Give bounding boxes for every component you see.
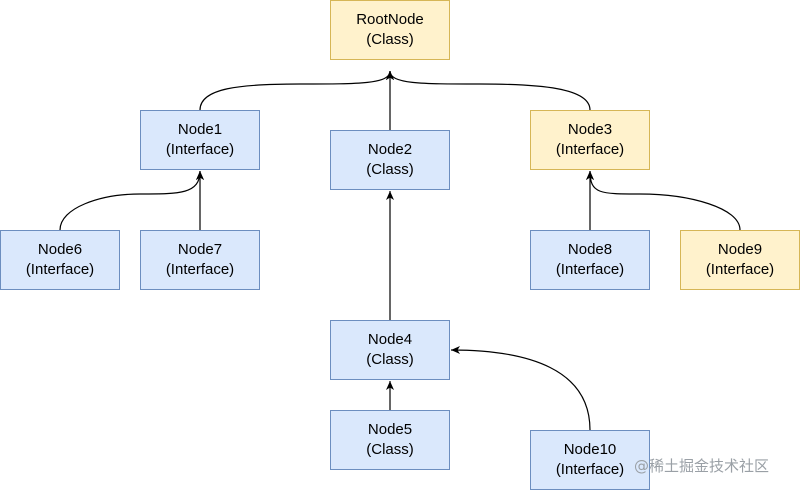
node-node8[interactable]: Node8 (Interface) <box>530 230 650 290</box>
node-node7[interactable]: Node7 (Interface) <box>140 230 260 290</box>
node-node1-name: Node1 <box>177 121 223 138</box>
node-root-name: RootNode <box>356 11 424 28</box>
node-node6-kind: (Interface) <box>25 261 95 278</box>
node-node10[interactable]: Node10 (Interface) <box>530 430 650 490</box>
node-node3-name: Node3 <box>567 121 613 138</box>
edge-node10-node4 <box>450 346 591 431</box>
node-node1[interactable]: Node1 (Interface) <box>140 110 260 170</box>
node-node9-name: Node9 <box>717 241 763 258</box>
node-node5-name: Node5 <box>367 421 413 438</box>
node-node7-kind: (Interface) <box>165 261 235 278</box>
node-root[interactable]: RootNode (Class) <box>330 0 450 60</box>
node-node8-kind: (Interface) <box>555 261 625 278</box>
node-node5[interactable]: Node5 (Class) <box>330 410 450 470</box>
node-node6-name: Node6 <box>37 241 83 258</box>
node-node9-kind: (Interface) <box>705 261 775 278</box>
node-root-kind: (Class) <box>366 31 414 48</box>
node-node3[interactable]: Node3 (Interface) <box>530 110 650 170</box>
node-node10-kind: (Interface) <box>555 461 625 478</box>
node-node2-kind: (Class) <box>366 161 414 178</box>
node-node4-name: Node4 <box>367 331 413 348</box>
node-node8-name: Node8 <box>567 241 613 258</box>
edge-node6-node1 <box>59 170 204 231</box>
node-node5-kind: (Class) <box>366 441 414 458</box>
node-node2-name: Node2 <box>367 141 413 158</box>
node-node7-name: Node7 <box>177 241 223 258</box>
node-node4[interactable]: Node4 (Class) <box>330 320 450 380</box>
node-node1-kind: (Interface) <box>165 141 235 158</box>
edge-node1-root <box>199 70 394 111</box>
node-node9[interactable]: Node9 (Interface) <box>680 230 800 290</box>
edge-node3-root <box>386 70 591 111</box>
watermark-text: @稀土掘金技术社区 <box>634 457 770 475</box>
node-node3-kind: (Interface) <box>555 141 625 158</box>
node-node2[interactable]: Node2 (Class) <box>330 130 450 190</box>
node-node10-name: Node10 <box>563 441 617 458</box>
node-node4-kind: (Class) <box>366 351 414 368</box>
edge-node9-node3 <box>586 170 741 231</box>
node-node6[interactable]: Node6 (Interface) <box>0 230 120 290</box>
